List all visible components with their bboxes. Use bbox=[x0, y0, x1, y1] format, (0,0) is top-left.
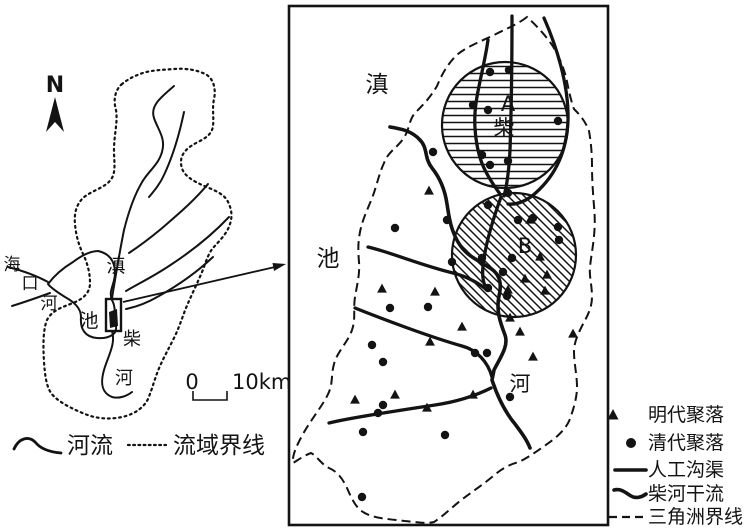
river-network bbox=[111, 85, 230, 310]
qing-settlement-dot bbox=[485, 160, 495, 170]
dian-char-left: 滇 bbox=[106, 255, 125, 277]
delta-boundary-line bbox=[291, 15, 596, 524]
detail-legend: 明代聚落 清代聚落 人工沟渠 柴河干流 三角洲界线 bbox=[607, 404, 743, 528]
leader-arrow bbox=[122, 263, 286, 303]
haikou-river bbox=[7, 266, 51, 307]
ming-settlement-triangle bbox=[430, 286, 440, 296]
ming-settlement-triangle bbox=[457, 321, 467, 331]
ming-settlement-triangle bbox=[505, 312, 515, 322]
qing-settlement-dot bbox=[477, 150, 487, 160]
qing-settlement-dot bbox=[498, 267, 508, 277]
qing-settlement-dot bbox=[378, 357, 388, 367]
detail-area-box bbox=[104, 297, 123, 333]
basin-boundary-line bbox=[42, 67, 233, 420]
artificial-channels bbox=[327, 14, 570, 425]
qing-settlement-dot bbox=[423, 302, 433, 312]
qing-settlement-dot bbox=[390, 223, 400, 233]
qing-settlement-dot bbox=[367, 340, 377, 350]
legend-river-label: 河流 bbox=[67, 433, 113, 459]
ming-settlement-triangle bbox=[503, 284, 513, 294]
qing-settlement-dot bbox=[554, 235, 564, 245]
chai-char-right: 柴 bbox=[494, 116, 515, 140]
qing-settlement-dot bbox=[385, 303, 395, 313]
haikou-char-1: 海 bbox=[4, 255, 21, 275]
chi-char-left: 池 bbox=[79, 310, 98, 332]
qing-settlement-dot bbox=[357, 492, 367, 502]
ming-settlement-triangle bbox=[540, 285, 550, 295]
legend-mainstream-label: 柴河干流 bbox=[648, 483, 724, 505]
qing-settlement-dot bbox=[513, 215, 523, 225]
qing-settlement-dot bbox=[470, 348, 480, 358]
ming-settlement-triangle bbox=[422, 402, 432, 412]
qing-settlement-dot bbox=[553, 222, 563, 232]
qing-settlement-dot bbox=[477, 253, 487, 263]
qing-settlement-dot bbox=[503, 156, 513, 166]
scale-bar: 0 10km bbox=[185, 370, 291, 401]
ming-settlement-triangle bbox=[425, 336, 435, 346]
scale-distance: 10km bbox=[232, 370, 291, 394]
ming-settlement-triangle bbox=[535, 251, 545, 261]
haikou-char-2: 口 bbox=[22, 274, 39, 294]
qing-settlement-dot bbox=[358, 427, 368, 437]
ming-settlement-triangle bbox=[468, 389, 478, 399]
scale-zero: 0 bbox=[185, 370, 198, 394]
dian-char-right: 滇 bbox=[366, 72, 389, 98]
qing-settlement-dot bbox=[507, 253, 517, 263]
ming-settlements-layer bbox=[350, 185, 578, 412]
chai-char-left: 柴 bbox=[123, 329, 141, 350]
qing-settlement-dot bbox=[505, 392, 515, 402]
qing-settlement-dot bbox=[483, 200, 493, 210]
ming-settlement-triangle bbox=[542, 269, 552, 279]
qing-settlement-dot bbox=[504, 65, 514, 75]
legend-channel-label: 人工沟渠 bbox=[648, 459, 724, 481]
he-char-left: 河 bbox=[115, 368, 133, 389]
ming-settlement-triangle bbox=[377, 283, 387, 293]
legend-basin-boundary-label: 流域界线 bbox=[173, 433, 265, 459]
region-a-label: A bbox=[501, 92, 516, 116]
detail-map: 滇 池 A 柴 B 河 bbox=[287, 4, 610, 527]
ming-settlement-triangle bbox=[390, 389, 400, 399]
qing-settlement-dot bbox=[483, 105, 493, 115]
ming-settlement-triangle bbox=[525, 214, 535, 224]
qing-settlement-dot bbox=[440, 430, 450, 440]
qing-settlement-dot bbox=[373, 408, 383, 418]
overview-legend: 河流 流域界线 bbox=[12, 433, 265, 459]
qing-settlement-dot bbox=[428, 147, 438, 157]
ming-settlement-triangle bbox=[424, 185, 434, 195]
qing-settlement-dot bbox=[447, 257, 457, 267]
legend-ming-label: 明代聚落 bbox=[648, 404, 724, 426]
chi-char-right: 池 bbox=[317, 246, 340, 272]
he-char-right: 河 bbox=[510, 372, 531, 396]
legend-delta-boundary-label: 三角洲界线 bbox=[648, 506, 743, 528]
qing-settlement-dot bbox=[553, 116, 563, 126]
north-arrow: N bbox=[46, 73, 64, 132]
haikou-char-3: 河 bbox=[41, 294, 58, 314]
river-line-symbol bbox=[12, 437, 63, 455]
qing-settlements-layer bbox=[357, 65, 564, 502]
qing-settlement-dot bbox=[482, 348, 492, 358]
qing-settlement-dot bbox=[502, 291, 512, 301]
qing-settlement-dot bbox=[442, 215, 452, 225]
qing-settlement-dot bbox=[483, 283, 493, 293]
legend-qing-label: 清代聚落 bbox=[648, 432, 724, 454]
ming-settlement-symbol bbox=[607, 409, 619, 420]
qing-settlement-dot bbox=[503, 188, 513, 198]
qing-settlement-dot bbox=[485, 67, 495, 77]
dianchi-lake-outline bbox=[46, 249, 118, 340]
ming-settlement-triangle bbox=[515, 326, 525, 336]
qing-settlement-dot bbox=[468, 100, 478, 110]
ming-settlement-triangle bbox=[528, 351, 538, 361]
chai-main-stream bbox=[388, 125, 532, 450]
chai-river-left bbox=[101, 330, 133, 399]
ming-settlement-triangle bbox=[350, 394, 360, 404]
ming-settlement-triangle bbox=[568, 328, 578, 338]
ming-settlement-triangle bbox=[520, 273, 530, 283]
qing-settlement-symbol bbox=[626, 438, 636, 448]
north-label: N bbox=[46, 73, 64, 98]
mainstream-symbol bbox=[612, 487, 648, 500]
overview-map: N 海 口 河 滇 池 柴 河 0 10km 河流 流域界线 bbox=[4, 67, 291, 459]
region-b-label: B bbox=[518, 234, 532, 258]
qing-settlement-dot bbox=[378, 400, 388, 410]
